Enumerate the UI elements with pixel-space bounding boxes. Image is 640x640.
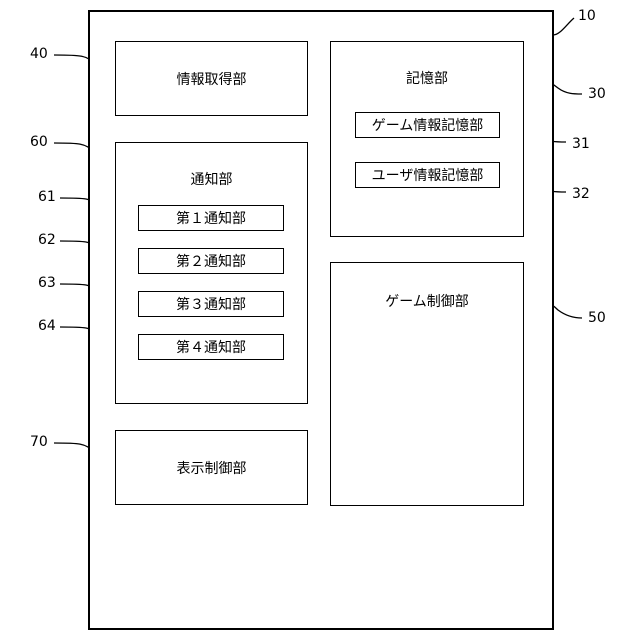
user-info-storage-box: ユーザ情報記憶部 — [355, 162, 500, 188]
notification-3-box: 第３通知部 — [138, 291, 284, 317]
notification-label: 通知部 — [191, 169, 233, 189]
ref-30: 30 — [588, 86, 606, 102]
ref-31: 31 — [572, 136, 590, 152]
ref-60: 60 — [30, 134, 48, 150]
user-info-storage-label: ユーザ情報記憶部 — [372, 165, 484, 185]
game-info-storage-box: ゲーム情報記憶部 — [355, 112, 500, 138]
notification-4-box: 第４通知部 — [138, 334, 284, 360]
game-control-label: ゲーム制御部 — [385, 291, 469, 311]
notification-2-box: 第２通知部 — [138, 248, 284, 274]
ref-70: 70 — [30, 434, 48, 450]
notification-1-label: 第１通知部 — [176, 208, 246, 228]
display-control-label: 表示制御部 — [177, 458, 247, 478]
ref-10: 10 — [578, 8, 596, 24]
ref-40: 40 — [30, 46, 48, 62]
notification-3-label: 第３通知部 — [176, 294, 246, 314]
notification-2-label: 第２通知部 — [176, 251, 246, 271]
notification-4-label: 第４通知部 — [176, 337, 246, 357]
notification-1-box: 第１通知部 — [138, 205, 284, 231]
storage-label: 記憶部 — [406, 68, 448, 88]
ref-63: 63 — [38, 275, 56, 291]
storage-box: 記憶部 — [330, 41, 524, 237]
ref-50: 50 — [588, 310, 606, 326]
display-control-box: 表示制御部 — [115, 430, 308, 505]
ref-64: 64 — [38, 318, 56, 334]
info-acquisition-label: 情報取得部 — [177, 69, 247, 89]
game-info-storage-label: ゲーム情報記憶部 — [372, 115, 484, 135]
info-acquisition-box: 情報取得部 — [115, 41, 308, 116]
game-control-box: ゲーム制御部 — [330, 262, 524, 506]
ref-32: 32 — [572, 186, 590, 202]
ref-62: 62 — [38, 232, 56, 248]
ref-61: 61 — [38, 189, 56, 205]
leader-10 — [553, 18, 574, 35]
